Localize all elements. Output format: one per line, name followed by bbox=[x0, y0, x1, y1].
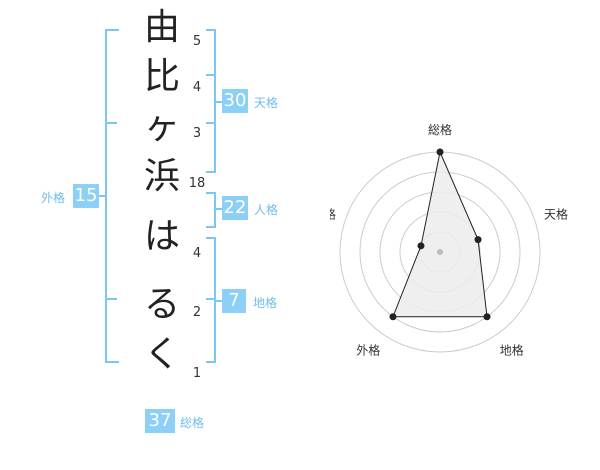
radar-axis-label: 総格 bbox=[428, 122, 452, 137]
name-char: る bbox=[143, 284, 180, 325]
radar-axis-label: 地格 bbox=[500, 343, 524, 358]
soukaku-value: 37 bbox=[145, 409, 175, 433]
jinkaku-bracket bbox=[206, 192, 216, 228]
radar-point bbox=[417, 242, 425, 250]
soukaku-label: 総格 bbox=[180, 416, 205, 430]
name-char: 浜 bbox=[143, 156, 180, 197]
stroke-count: 1 bbox=[192, 366, 202, 381]
chikaku-bracket bbox=[206, 237, 216, 363]
bracket-connector bbox=[216, 300, 222, 302]
stroke-count: 3 bbox=[192, 126, 202, 141]
tenkaku-bracket bbox=[206, 29, 216, 173]
bracket-connector bbox=[216, 208, 222, 210]
stroke-count: 5 bbox=[192, 34, 202, 49]
chikaku-label: 地格 bbox=[253, 296, 278, 310]
chikaku-value: 7 bbox=[222, 289, 246, 313]
bracket-tick bbox=[105, 122, 117, 124]
radar-area bbox=[392, 150, 488, 318]
jinkaku-label: 人格 bbox=[254, 203, 279, 217]
bracket-tick bbox=[206, 74, 214, 76]
radar-axis-label: 外格 bbox=[356, 343, 380, 358]
name-char: は bbox=[143, 216, 180, 257]
name-char: 比 bbox=[143, 56, 180, 97]
tenkaku-label: 天格 bbox=[254, 96, 279, 110]
bracket-connector bbox=[95, 195, 105, 197]
radar-point bbox=[483, 313, 491, 321]
name-char: く bbox=[143, 334, 180, 375]
bracket-connector bbox=[216, 101, 222, 103]
bracket-tick bbox=[105, 298, 117, 300]
stroke-count: 4 bbox=[192, 246, 202, 261]
radar-point bbox=[436, 148, 444, 156]
bracket-tick bbox=[206, 298, 214, 300]
stroke-count: 4 bbox=[192, 80, 202, 95]
tenkaku-value: 30 bbox=[222, 89, 248, 113]
jinkaku-value: 22 bbox=[222, 196, 248, 220]
stroke-count: 18 bbox=[188, 176, 206, 191]
gaikaku-bracket bbox=[105, 29, 119, 363]
radar-axis-label: 人格 bbox=[330, 206, 336, 221]
radar-axis-label: 天格 bbox=[544, 206, 568, 221]
name-char: ヶ bbox=[143, 106, 180, 147]
gaikaku-label: 外格 bbox=[41, 191, 66, 205]
radar-point bbox=[389, 313, 397, 321]
stroke-count: 2 bbox=[192, 305, 202, 320]
gaikaku-value: 15 bbox=[73, 184, 99, 208]
name-char: 由 bbox=[143, 7, 180, 48]
radar-center-dot bbox=[437, 249, 443, 255]
bracket-tick bbox=[206, 122, 214, 124]
radar-point bbox=[474, 236, 482, 244]
